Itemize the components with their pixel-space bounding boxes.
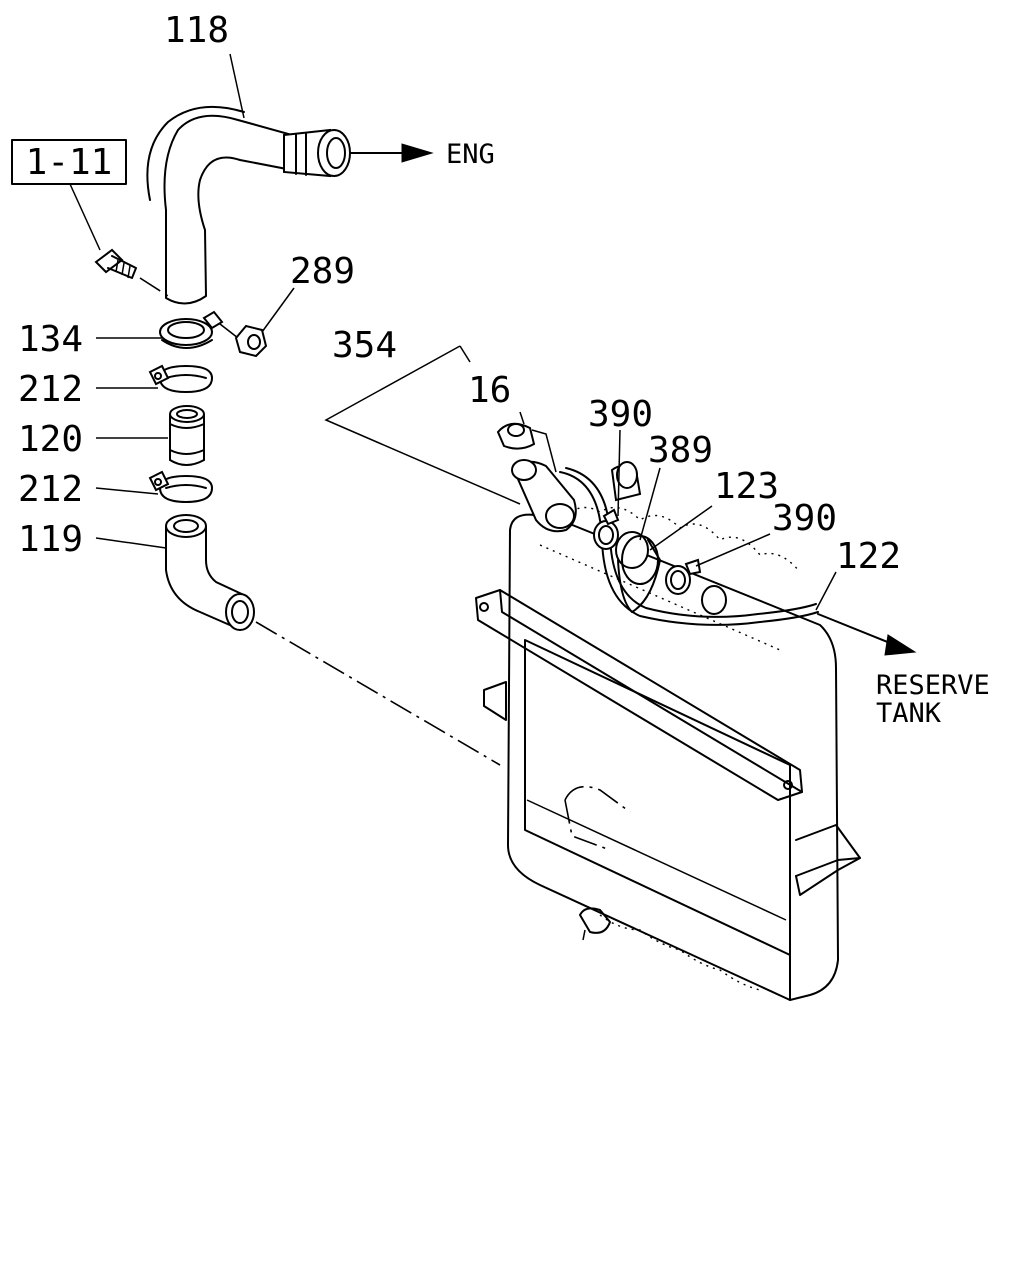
nut-289: [234, 324, 268, 358]
callout-labels: 118 289 134 212 120 212 119 354 16 390 3…: [18, 10, 901, 577]
reserve-tank-hose: [559, 467, 917, 656]
callout-212-upper: 212: [18, 369, 83, 410]
callout-390-lower: 390: [772, 498, 837, 539]
lower-hose-119: [165, 514, 501, 766]
reference-box: 1-11: [11, 139, 127, 251]
callout-119: 119: [18, 519, 83, 560]
reserve-destination-line1: RESERVE: [876, 670, 990, 701]
callout-354: 354: [332, 325, 397, 366]
callout-118: 118: [164, 10, 229, 51]
upper-hose-118: [146, 105, 434, 305]
reserve-destination-line2: TANK: [876, 698, 942, 729]
hose-clamp-134: [159, 310, 239, 349]
callout-134: 134: [18, 319, 83, 360]
leader-lines: [95, 53, 837, 611]
engine-destination-label: ENG: [446, 139, 495, 170]
destination-notes: ENG RESERVE TANK: [446, 139, 990, 729]
hose-clamp-212-upper: [148, 364, 214, 394]
radiator-assembly: [475, 461, 861, 1001]
neck-clamps: [593, 508, 702, 613]
connector-hose-120: [169, 405, 205, 466]
callout-122: 122: [836, 536, 901, 577]
callout-16: 16: [468, 370, 511, 411]
callout-212-lower: 212: [18, 469, 83, 510]
hose-clamp-212-lower: [148, 470, 214, 504]
filler-neck-and-cap: [496, 422, 577, 533]
callout-390-upper: 390: [588, 394, 653, 435]
callout-123: 123: [714, 466, 779, 507]
callout-120: 120: [18, 419, 83, 460]
reference-box-label: 1-11: [26, 142, 113, 183]
bolt-with-washer: [94, 248, 169, 297]
callout-389: 389: [648, 430, 713, 471]
callout-289: 289: [290, 251, 355, 292]
